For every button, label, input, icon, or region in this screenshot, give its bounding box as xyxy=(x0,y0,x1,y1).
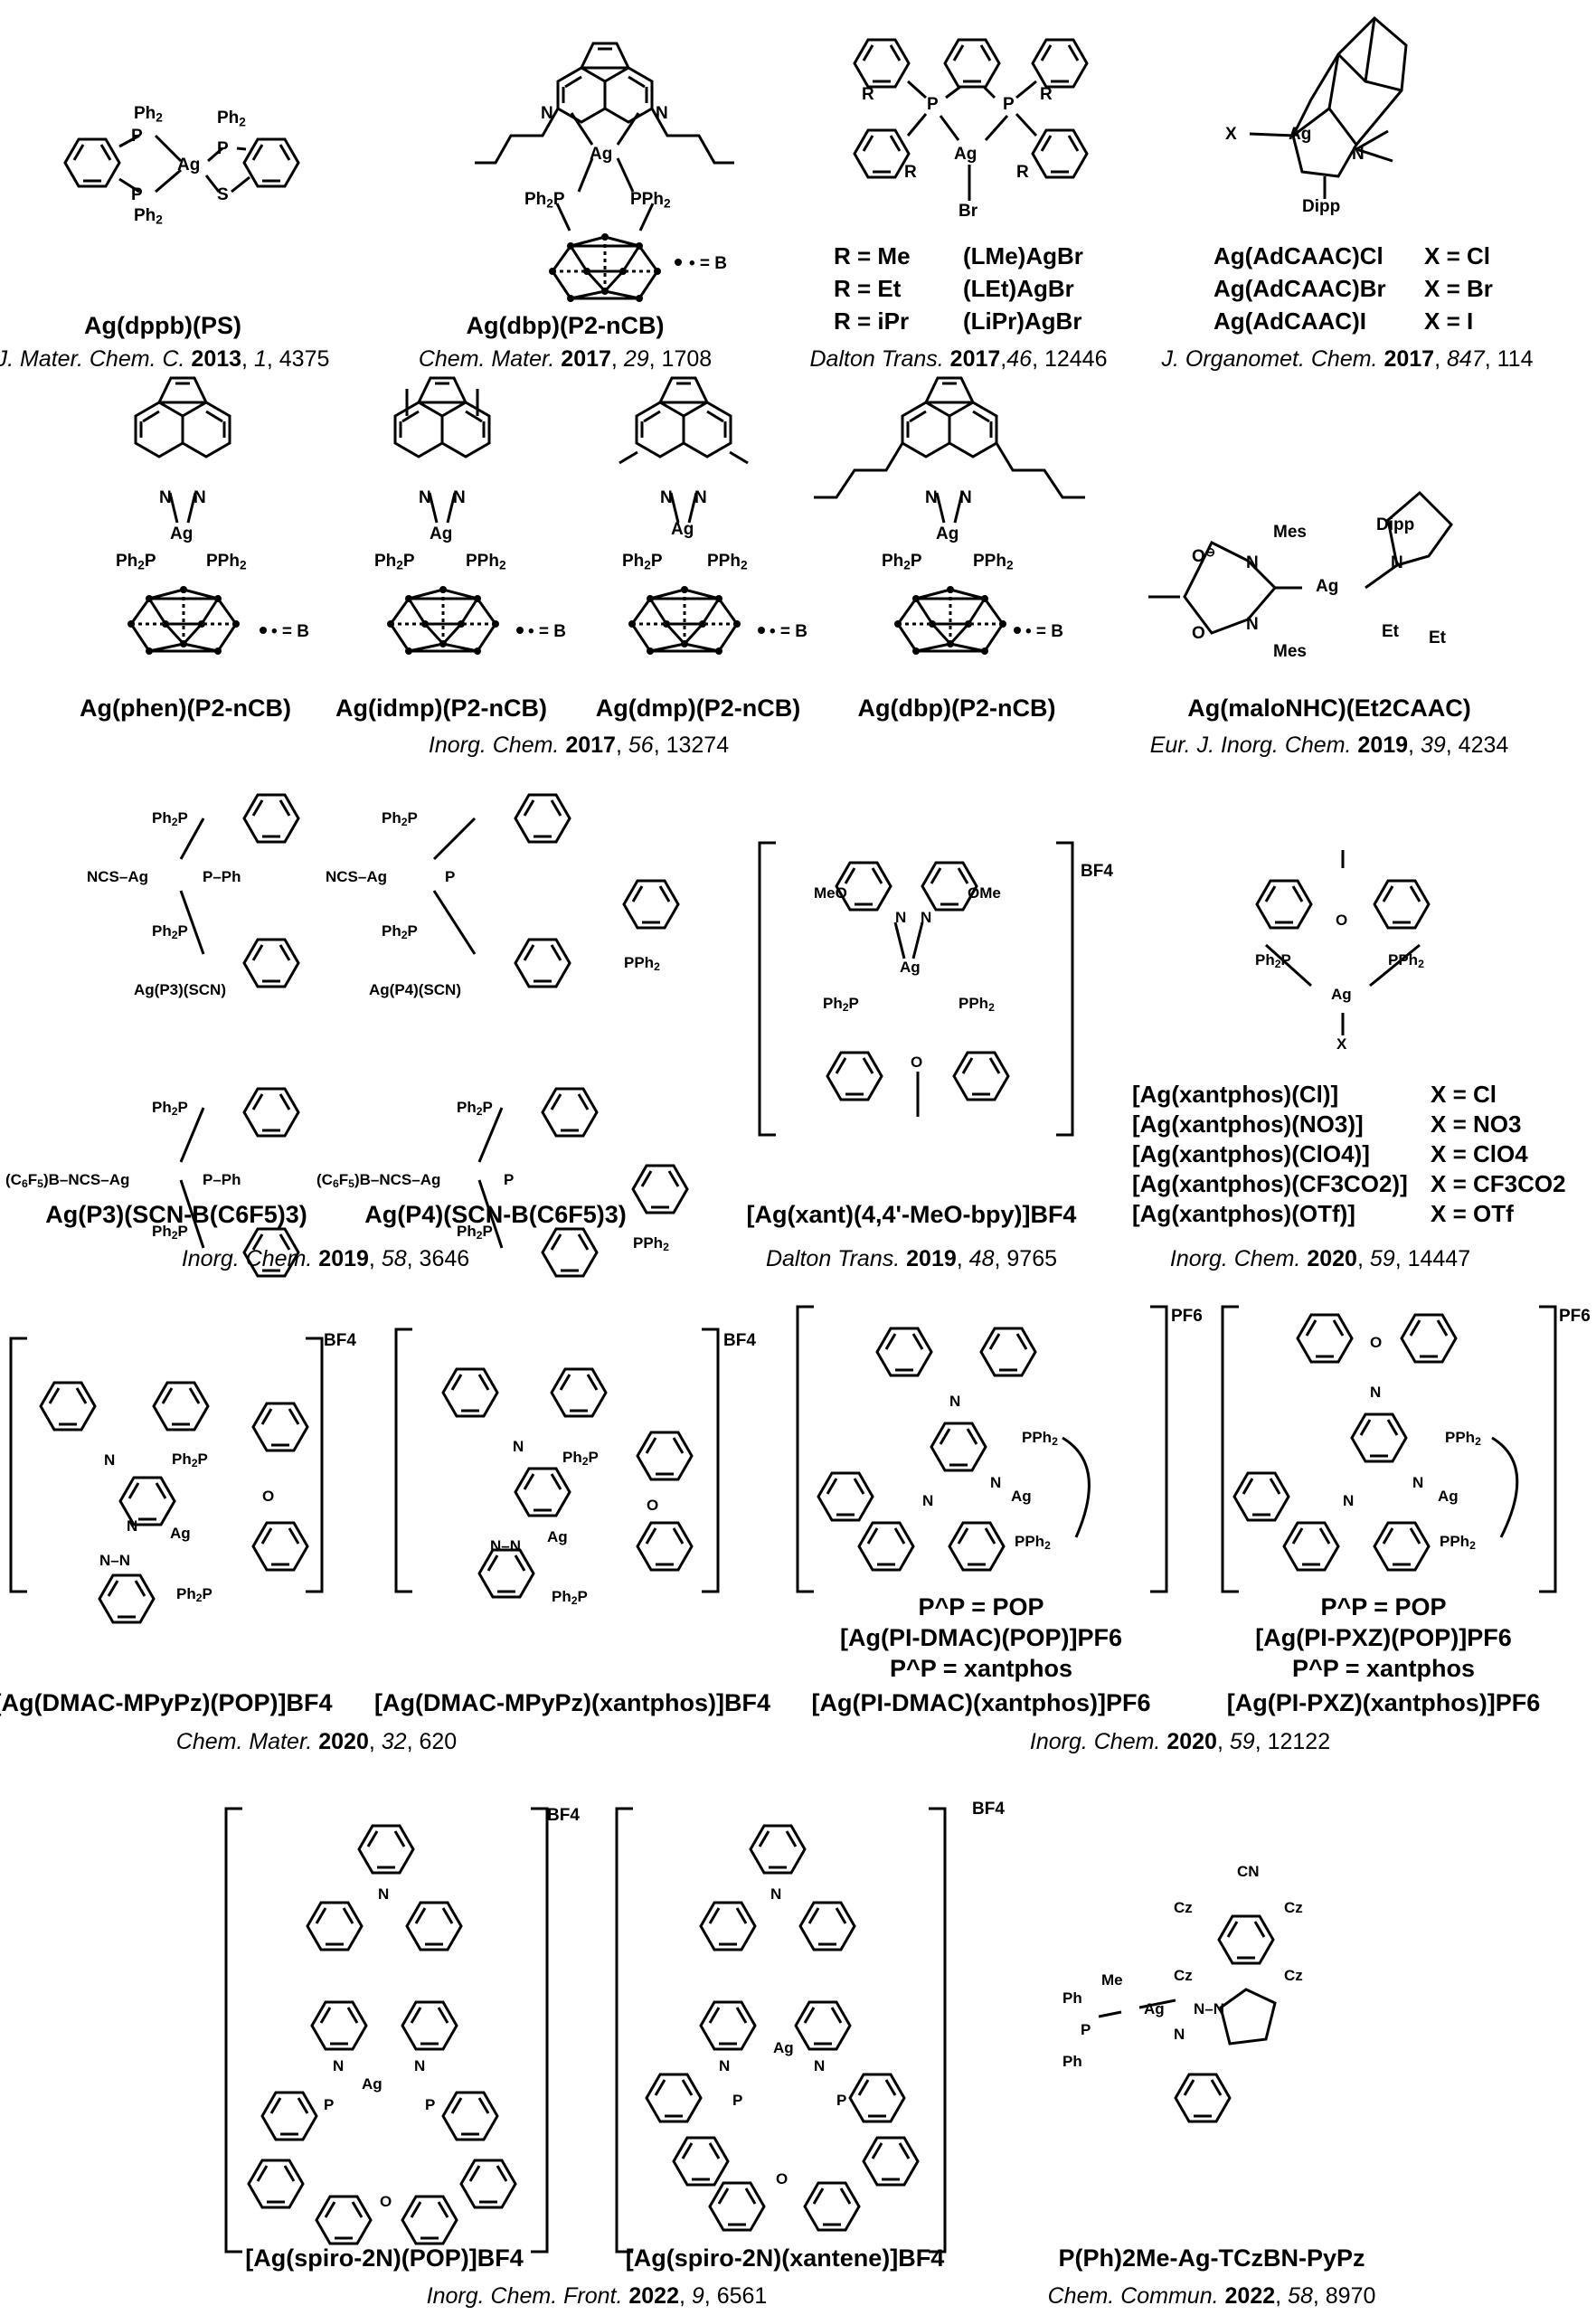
structure-ag-xantphos-x xyxy=(1255,850,1431,1035)
boron-legend-phen: • = B xyxy=(271,622,310,641)
pi-pxz-line-4: [Ag(PI-PXZ)(xantphos)]PF6 xyxy=(1226,1689,1541,1716)
structure-adcaac xyxy=(1249,15,1408,199)
structure-malonhc-caac xyxy=(1148,490,1453,635)
pi-pxz-line-3: P^P = xantphos xyxy=(1291,1655,1476,1682)
reference-lr-agbr: Dalton Trans. 2017,46, 12446 xyxy=(809,346,1108,372)
x-definition-xantphos-otf: X = OTf xyxy=(1431,1200,1514,1227)
compound-ag-adcaac-cl: Ag(AdCAAC)Cl xyxy=(1214,242,1384,269)
pi-pxz-line-1: P^P = POP xyxy=(1320,1593,1447,1620)
pi-dmac-line-2: [Ag(PI-DMAC)(POP)]PF6 xyxy=(840,1624,1122,1651)
substituent-cn: CN xyxy=(1237,1863,1260,1880)
compound-xantphos-otf: [Ag(xantphos)(OTf)] xyxy=(1132,1200,1355,1227)
substituent-cz-4: Cz xyxy=(1284,1967,1303,1984)
reference-thiocyanates: Inorg. Chem. 2019, 58, 3646 xyxy=(181,1246,470,1271)
counter-anion-bf4-spiro-pop: BF4 xyxy=(547,1806,580,1825)
structure-ag-xant-bpy xyxy=(758,841,1074,1137)
compound-lme-agbr: (LMe)AgBr xyxy=(963,242,1083,269)
pi-dmac-line-1: P^P = POP xyxy=(918,1593,1044,1620)
compound-xantphos-cf3co2: [Ag(xantphos)(CF3CO2)] xyxy=(1132,1170,1408,1197)
x-definition-cl: X = Cl xyxy=(1424,242,1490,269)
counter-anion-bf4-spiro-xantene: BF4 xyxy=(972,1800,1005,1819)
pi-dmac-line-4: [Ag(PI-DMAC)(xantphos)]PF6 xyxy=(811,1689,1151,1716)
x-definition-xantphos-cf3co2: X = CF3CO2 xyxy=(1431,1170,1566,1197)
compound-name-ag-idmp-p2ncb: Ag(idmp)(P2-nCB) xyxy=(335,694,547,722)
compound-name-spiro-pop: [Ag(spiro-2N)(POP)]BF4 xyxy=(245,2244,524,2272)
compound-lipr-agbr: (LiPr)AgBr xyxy=(963,307,1082,335)
boron-legend-dmp: • = B xyxy=(770,622,808,641)
reference-ag-nn-p2ncb: Inorg. Chem. 2017, 56, 13274 xyxy=(428,732,730,758)
compound-xantphos-clo4: [Ag(xantphos)(ClO4)] xyxy=(1132,1140,1370,1167)
substituent-cz-1: Cz xyxy=(1174,1899,1193,1916)
substituent-cz-2: Cz xyxy=(1284,1899,1303,1916)
structure-ag-dppb-ps xyxy=(63,134,300,194)
compound-name-spiro-xantene: [Ag(spiro-2N)(xantene)]BF4 xyxy=(625,2244,945,2272)
structure-tczbn xyxy=(1098,1914,1277,2123)
structures-spiro xyxy=(224,1807,947,2254)
compound-ag-adcaac-i: Ag(AdCAAC)I xyxy=(1214,307,1366,335)
boron-legend-dbp: • = B xyxy=(1025,622,1064,641)
x-definition-xantphos-cl: X = Cl xyxy=(1431,1081,1497,1108)
compound-xantphos-no3: [Ag(xantphos)(NO3)] xyxy=(1132,1110,1364,1138)
structure-ag-dbp-p2ncb-top xyxy=(475,42,734,302)
reference-tczbn: Chem. Commun. 2022, 58, 8970 xyxy=(1047,2283,1376,2309)
structures-pi-complexes xyxy=(796,1305,1557,1593)
compound-name-ag-dbp-p2ncb-row2: Ag(dbp)(P2-nCB) xyxy=(857,694,1056,722)
reference-ag-dbp-p2ncb: Chem. Mater. 2017, 29, 1708 xyxy=(418,346,713,372)
reference-spiro: Inorg. Chem. Front. 2022, 9, 6561 xyxy=(426,2283,768,2309)
counter-anion-pf6-pi-pxz: PF6 xyxy=(1559,1307,1591,1326)
compound-ag-adcaac-br: Ag(AdCAAC)Br xyxy=(1214,275,1386,302)
reference-xantphos: Inorg. Chem. 2020, 59, 14447 xyxy=(1169,1246,1471,1271)
compound-let-agbr: (LEt)AgBr xyxy=(963,275,1074,302)
boron-legend-idmp: • = B xyxy=(528,622,567,641)
substituent-cz-3: Cz xyxy=(1174,1967,1193,1984)
x-definition-br: X = Br xyxy=(1424,275,1493,302)
structures-ag-nn-p2ncb xyxy=(127,376,1085,655)
compound-xantphos-cl: [Ag(xantphos)(Cl)] xyxy=(1132,1081,1339,1108)
r-definition-me: R = Me xyxy=(834,242,911,269)
compound-name-ag-xant-meo-bpy: [Ag(xant)(4,4'-MeO-bpy)]BF4 xyxy=(746,1201,1077,1228)
structures-thiocyanates xyxy=(179,793,689,1278)
x-definition-xantphos-no3: X = NO3 xyxy=(1431,1110,1522,1138)
x-definition-xantphos-clo4: X = ClO4 xyxy=(1431,1140,1528,1167)
pi-pxz-line-2: [Ag(PI-PXZ)(POP)]PF6 xyxy=(1255,1624,1512,1651)
reference-ag-dppb-ps: J. Mater. Chem. C. 2013, 1, 4375 xyxy=(0,346,330,372)
compound-name-ag-p4-scn: Ag(P4)(SCN) xyxy=(369,981,461,998)
r-definition-et: R = Et xyxy=(834,275,902,302)
counter-anion-bf4-xant: BF4 xyxy=(1081,862,1113,881)
boron-legend: • = B xyxy=(689,254,728,273)
compound-name-tczbn: P(Ph)2Me-Ag-TCzBN-PyPz xyxy=(1058,2244,1365,2272)
pi-dmac-line-3: P^P = xantphos xyxy=(889,1655,1073,1682)
structures-dmac-mpypz xyxy=(9,1328,720,1624)
counter-anion-bf4-dmac-xantphos: BF4 xyxy=(723,1331,756,1350)
structure-lr-agbr xyxy=(853,38,1089,201)
compound-name-dmac-pop: [Ag(DMAC-MPyPz)(POP)]BF4 xyxy=(0,1689,333,1716)
counter-anion-pf6-pi-dmac: PF6 xyxy=(1171,1307,1203,1326)
compound-name-ag-dmp-p2ncb: Ag(dmp)(P2-nCB) xyxy=(595,694,801,722)
compound-name-ag-p3-scn-b: Ag(P3)(SCN-B(C6F5)3) xyxy=(45,1201,307,1228)
compound-name-ag-malonhc-caac: Ag(maloNHC)(Et2CAAC) xyxy=(1187,694,1471,722)
compound-name-ag-phen-p2ncb: Ag(phen)(P2-nCB) xyxy=(80,694,291,722)
counter-anion-bf4-dmac-pop: BF4 xyxy=(324,1331,356,1350)
reference-dmac: Chem. Mater. 2020, 32, 620 xyxy=(175,1729,458,1754)
compound-name-ag-p4-scn-b: Ag(P4)(SCN-B(C6F5)3) xyxy=(364,1201,627,1228)
compound-name-ag-dbp-p2ncb: Ag(dbp)(P2-nCB) xyxy=(466,312,665,339)
r-definition-ipr: R = iPr xyxy=(834,307,910,335)
x-definition-i: X = I xyxy=(1424,307,1474,335)
reference-ag-xant-meo-bpy: Dalton Trans. 2019, 48, 9765 xyxy=(765,1246,1058,1271)
reference-adcaac: J. Organomet. Chem. 2017, 847, 114 xyxy=(1161,346,1534,372)
compound-name-dmac-xantphos: [Ag(DMAC-MPyPz)(xantphos)]BF4 xyxy=(374,1689,770,1716)
compound-name-ag-p3-scn: Ag(P3)(SCN) xyxy=(134,981,226,998)
compound-name-ag-dppb-ps: Ag(dppb)(PS) xyxy=(84,312,241,339)
reference-ag-malonhc-caac: Eur. J. Inorg. Chem. 2019, 39, 4234 xyxy=(1149,732,1509,758)
reference-pi: Inorg. Chem. 2020, 59, 12122 xyxy=(1029,1729,1331,1754)
